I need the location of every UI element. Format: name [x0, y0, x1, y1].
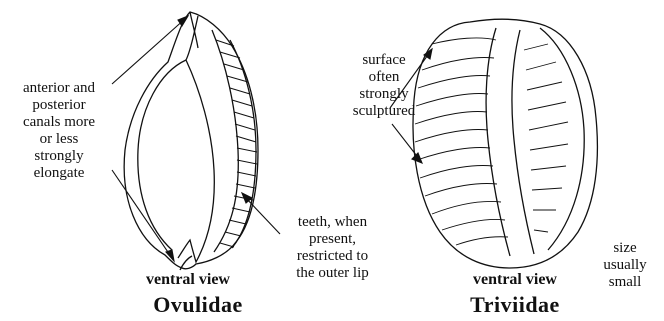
arrowhead-outer-lip — [242, 193, 252, 203]
triviidae-view-label: ventral view — [455, 271, 575, 289]
ovulidae-teeth-note: teeth, when present, restricted to the o… — [265, 214, 400, 282]
triviidae-sculpture-ribs — [415, 38, 568, 245]
triviidae-shell-drawing — [413, 19, 597, 268]
ovulidae-aperture — [178, 16, 214, 262]
triviidae-outer-outline — [413, 19, 597, 268]
ovulidae-canals-note: anterior and posterior canals more or le… — [0, 80, 118, 182]
ovulidae-shell-drawing — [124, 12, 258, 270]
ovulidae-family-name: Ovulidae — [128, 292, 268, 318]
arrow-to-anterior-canal — [112, 170, 172, 258]
ovulidae-lip-ridges — [216, 40, 257, 247]
arrow-to-posterior-canal — [112, 18, 186, 84]
triviidae-size-note: size usually small — [595, 240, 655, 291]
ovulidae-view-label: ventral view — [128, 271, 248, 289]
triviidae-surface-note: surface often strongly sculptured — [332, 52, 436, 120]
ovulidae-lip-band-inner — [212, 30, 238, 252]
ovulidae-lip-band-outer — [230, 40, 256, 248]
ovulidae-inner-whorl — [138, 60, 186, 250]
triviidae-outer-lip — [540, 28, 584, 250]
triviidae-aperture — [486, 28, 534, 256]
triviidae-family-name: Triviidae — [440, 292, 590, 318]
arrowhead-lower-surface — [412, 153, 422, 163]
